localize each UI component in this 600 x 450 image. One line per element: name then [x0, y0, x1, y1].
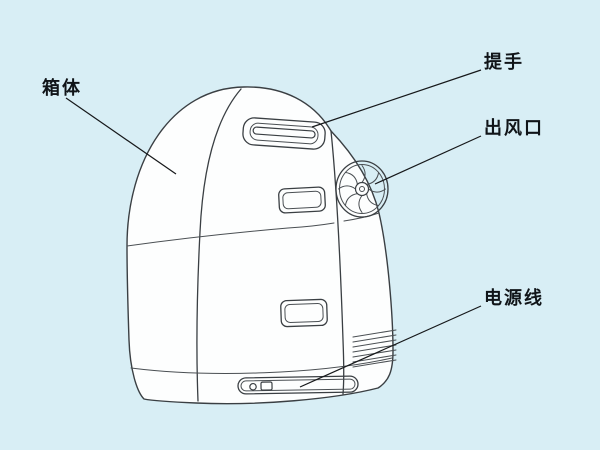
label-air-outlet: 出风口	[484, 118, 544, 138]
grip-recess-upper	[278, 186, 326, 214]
body-outline	[126, 86, 394, 405]
label-power-cord: 电源线	[484, 288, 544, 308]
power-slot	[237, 375, 359, 395]
leader-handle	[311, 69, 482, 128]
fan-outlet-icon	[335, 160, 389, 218]
grip-recess-lower	[280, 298, 328, 328]
leader-box-body	[65, 97, 177, 175]
base-plinth	[130, 357, 393, 374]
leader-power-cord	[299, 305, 482, 388]
label-handle: 提手	[484, 52, 524, 72]
leader-air-outlet	[374, 135, 482, 185]
leader-lines	[65, 69, 482, 388]
label-box-body: 箱体	[42, 78, 82, 98]
top-handle	[242, 117, 326, 150]
